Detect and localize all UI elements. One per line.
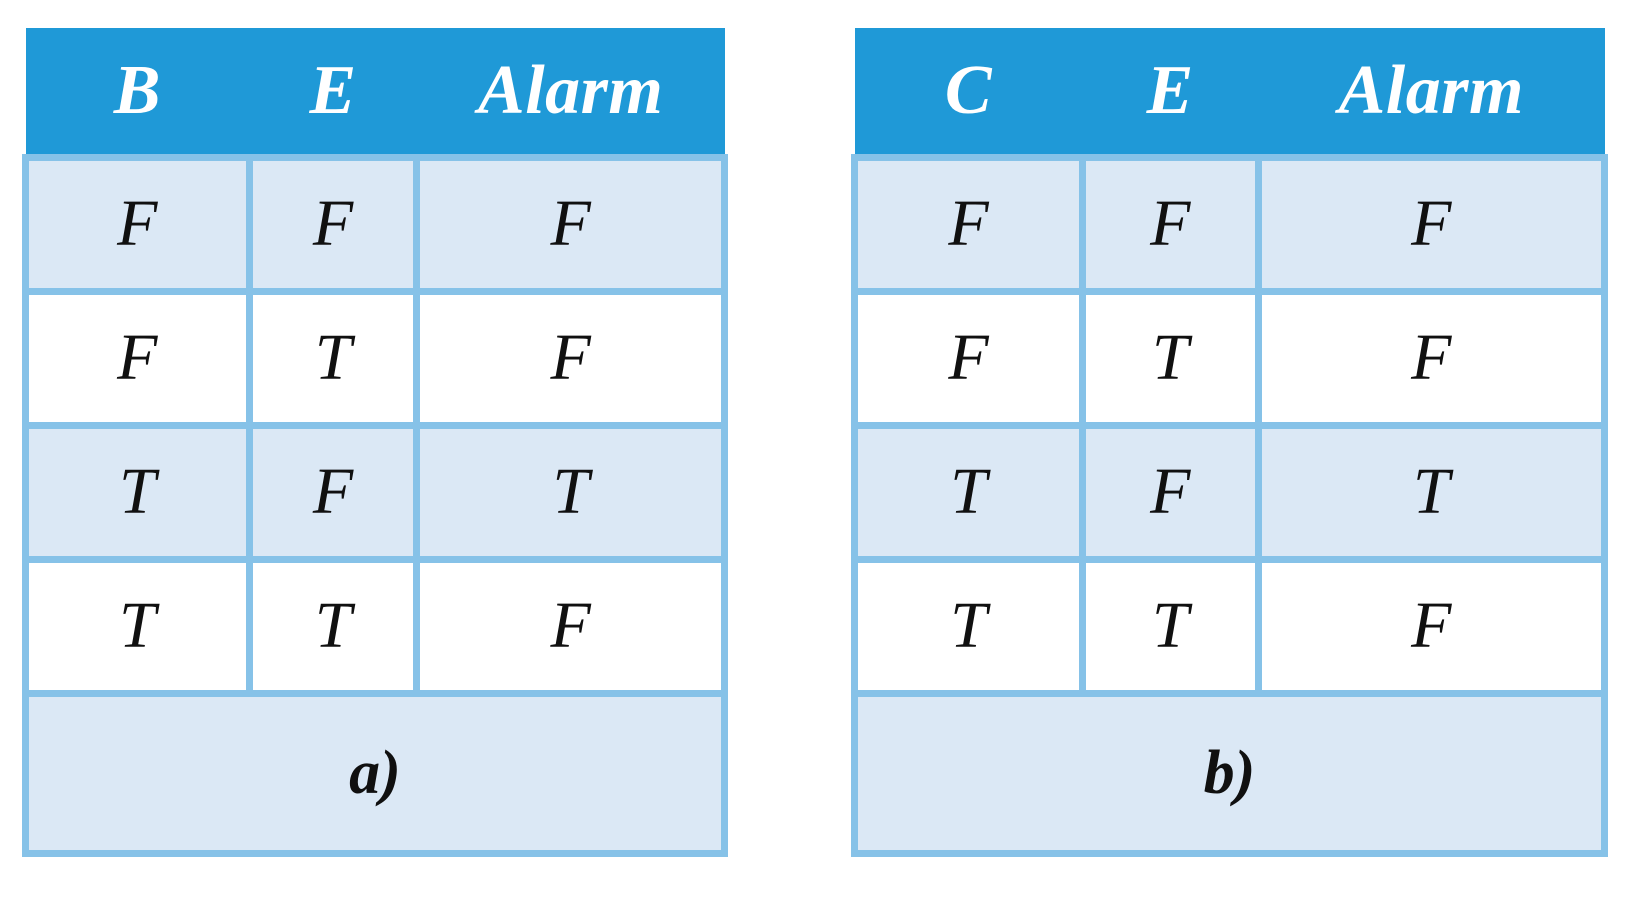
table-row: F F F (851, 153, 1608, 295)
truth-table-a: B E Alarm F F F F T F T F T T (22, 28, 728, 857)
table-row: T T F (22, 559, 728, 697)
table-a-header: B E Alarm (25, 28, 725, 157)
cell-c: F (851, 291, 1086, 429)
cell-alarm: F (1254, 559, 1608, 697)
column-header-alarm: Alarm (1258, 28, 1605, 157)
table-row: T T F (851, 559, 1608, 697)
cell-alarm: F (413, 559, 728, 697)
header-row: B E Alarm (25, 28, 725, 157)
table-caption-row: b) (851, 689, 1608, 857)
cell-e: F (245, 425, 421, 563)
cell-e: T (245, 559, 421, 697)
cell-c: T (851, 559, 1086, 697)
table-row: F T F (22, 291, 728, 429)
cell-alarm: F (1254, 153, 1608, 295)
truth-table-b: C E Alarm F F F F T F T F T T (851, 28, 1608, 857)
cell-alarm: F (413, 291, 728, 429)
cell-b: T (22, 559, 253, 697)
cell-alarm: T (1254, 425, 1608, 563)
cell-alarm: T (413, 425, 728, 563)
cell-e: F (1079, 425, 1262, 563)
table-caption-b: b) (851, 689, 1608, 857)
cell-b: F (22, 291, 253, 429)
truth-table-b-grid: C E Alarm F F F F T F T F T T (851, 28, 1608, 857)
table-b-body: F F F F T F T F T T T F b) (851, 153, 1608, 857)
cell-alarm: F (413, 153, 728, 295)
table-row: F T F (851, 291, 1608, 429)
table-b-header: C E Alarm (854, 28, 1605, 157)
table-row: F F F (22, 153, 728, 295)
cell-e: T (245, 291, 421, 429)
column-header-b: B (25, 28, 250, 157)
cell-e: T (1079, 291, 1262, 429)
table-a-body: F F F F T F T F T T T F a) (22, 153, 728, 857)
table-row: T F T (22, 425, 728, 563)
cell-alarm: F (1254, 291, 1608, 429)
cell-e: F (1079, 153, 1262, 295)
column-header-e: E (249, 28, 417, 157)
cell-c: F (851, 153, 1086, 295)
header-row: C E Alarm (854, 28, 1605, 157)
cell-c: T (851, 425, 1086, 563)
cell-e: T (1079, 559, 1262, 697)
column-header-e: E (1082, 28, 1258, 157)
table-row: T F T (851, 425, 1608, 563)
table-caption-a: a) (22, 689, 728, 857)
cell-b: F (22, 153, 253, 295)
column-header-c: C (854, 28, 1083, 157)
cell-b: T (22, 425, 253, 563)
cell-e: F (245, 153, 421, 295)
column-header-alarm: Alarm (416, 28, 725, 157)
table-caption-row: a) (22, 689, 728, 857)
truth-table-a-grid: B E Alarm F F F F T F T F T T (22, 28, 728, 857)
